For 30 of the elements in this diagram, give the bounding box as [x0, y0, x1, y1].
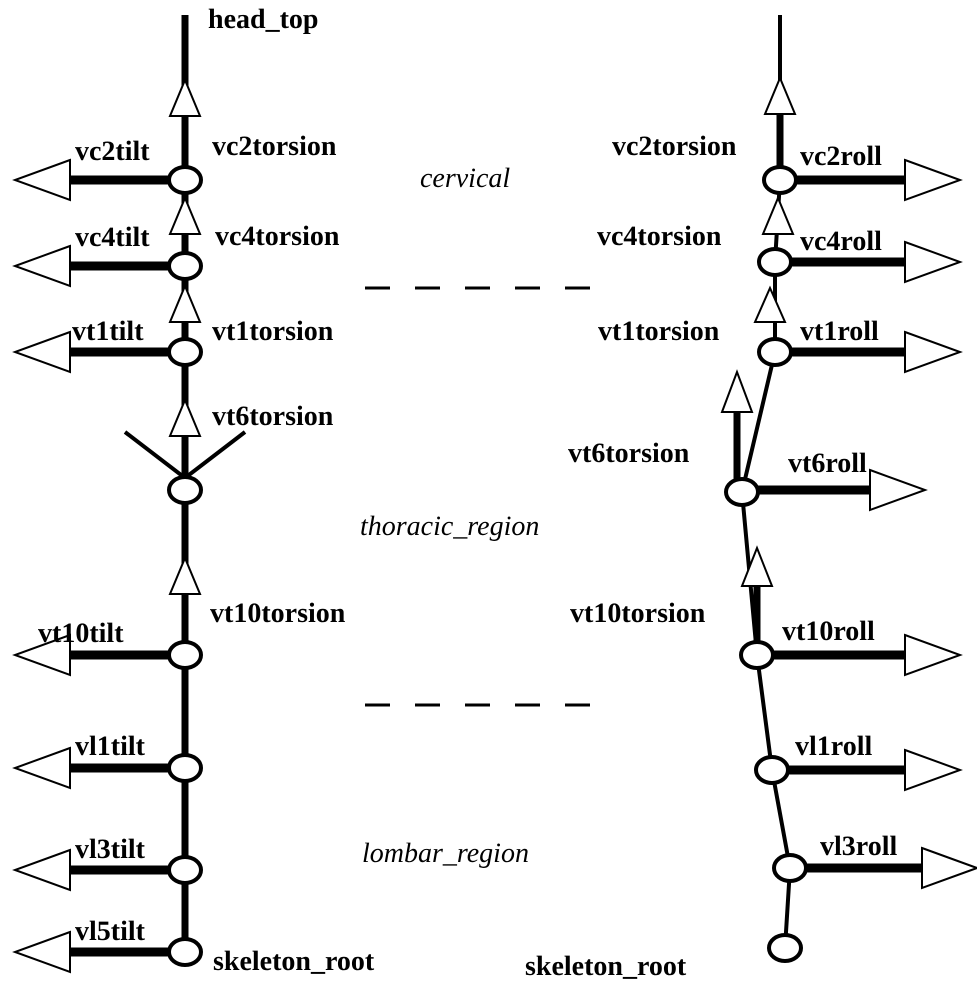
joint-label: vt10tilt	[38, 619, 124, 649]
joint-label: vc2tilt	[75, 137, 150, 167]
joint-label: vc4tilt	[75, 223, 150, 253]
joint-label: vt1torsion	[598, 317, 720, 347]
joint-label: vt1torsion	[212, 317, 334, 347]
joint-label: vl3tilt	[75, 835, 145, 865]
joint-label: vc4torsion	[597, 222, 722, 252]
joint-label: vt1roll	[800, 317, 879, 347]
joint-label: vl5tilt	[75, 917, 145, 947]
joint-label: vc2roll	[800, 142, 882, 172]
joint-label: vt1tilt	[72, 317, 144, 347]
joint-label: head_top	[208, 5, 318, 35]
joint-label: vl1tilt	[75, 732, 145, 762]
region-label: cervical	[420, 164, 510, 194]
joint-label: vc4roll	[800, 227, 882, 257]
region-label: lombar_region	[362, 839, 529, 869]
joint-label: vt10torsion	[570, 599, 706, 629]
joint-label: skeleton_root	[525, 952, 686, 982]
joint-label: skeleton_root	[213, 947, 374, 977]
joint-label: vc2torsion	[212, 132, 336, 162]
joint-label: vt6torsion	[212, 402, 334, 432]
joint-label: vc4torsion	[215, 222, 340, 252]
joint-label: vt10torsion	[210, 599, 346, 629]
joint-label: vl1roll	[795, 732, 872, 762]
joint-label: vt6torsion	[568, 439, 690, 469]
joint-label: vt10roll	[782, 617, 875, 647]
joint-label: vl3roll	[820, 832, 898, 862]
joint-label: vc2torsion	[612, 132, 736, 162]
joint-label: vt6roll	[788, 449, 867, 479]
region-label: thoracic_region	[360, 512, 540, 542]
